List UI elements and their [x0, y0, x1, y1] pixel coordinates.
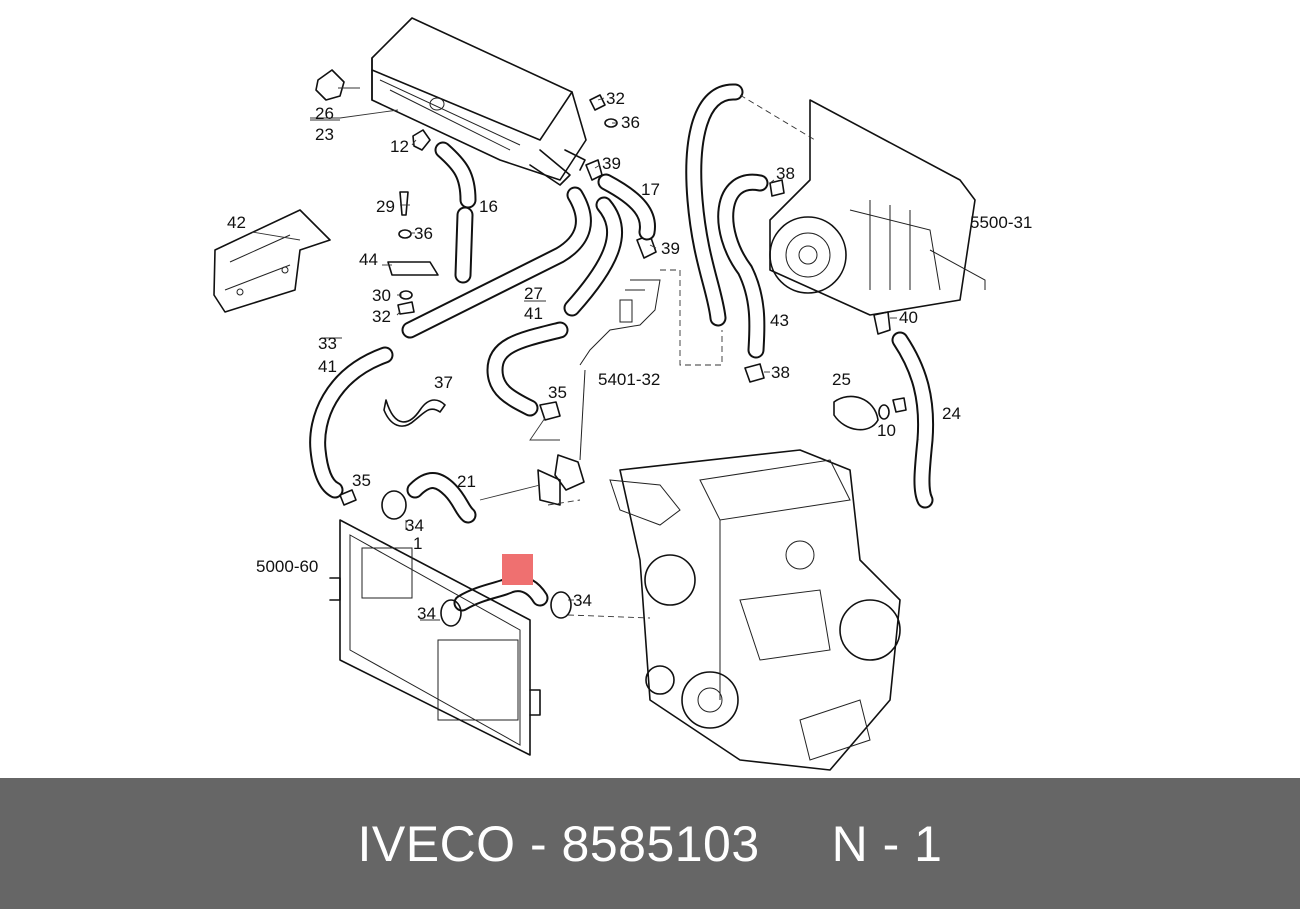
callout-34: 34	[405, 516, 424, 535]
callout-5401-32: 5401-32	[598, 370, 660, 389]
callout-10: 10	[877, 421, 896, 440]
heater-box	[371, 17, 587, 186]
pipe-5401-32	[537, 279, 661, 506]
clamp-25	[833, 395, 879, 431]
callout-26: 26	[315, 104, 334, 123]
callout-43: 43	[770, 311, 789, 330]
callout-12: 12	[390, 137, 409, 156]
callout-1: 1	[413, 534, 422, 553]
callout-33: 33	[318, 334, 337, 353]
callout-24: 24	[942, 404, 961, 423]
part-caption-bar: IVECO - 8585103 N - 1	[0, 778, 1300, 909]
callout-labels: 26 23 12 29 36 44 30 32 42 32 36 39 17 1…	[227, 89, 1032, 623]
callout-21: 21	[457, 472, 476, 491]
callout-16: 16	[479, 197, 498, 216]
callout-25: 25	[832, 370, 851, 389]
radiator-5000-60	[329, 519, 541, 756]
leader-lines	[251, 87, 897, 621]
callout-40: 40	[899, 308, 918, 327]
heater-core-5500-31	[769, 99, 986, 316]
callout-36-top: 36	[621, 113, 640, 132]
part-number: 8585103	[561, 815, 760, 872]
callout-36: 36	[414, 224, 433, 243]
clamps	[339, 179, 907, 627]
callout-39: 39	[602, 154, 621, 173]
callout-30: 30	[372, 286, 391, 305]
callout-34-left: 34	[417, 604, 436, 623]
callout-34-right: 34	[573, 591, 592, 610]
callout-44: 44	[359, 250, 378, 269]
brand-name: IVECO	[357, 815, 516, 872]
callout-41-left: 41	[318, 357, 337, 376]
callout-5000-60: 5000-60	[256, 557, 318, 576]
callout-41: 41	[524, 304, 543, 323]
callout-38: 38	[776, 164, 795, 183]
callout-27: 27	[524, 284, 543, 303]
part-caption: IVECO - 8585103 N - 1	[357, 815, 943, 872]
callout-32: 32	[372, 307, 391, 326]
highlight-marker	[502, 554, 533, 585]
callout-38-lower: 38	[771, 363, 790, 382]
callout-35: 35	[548, 383, 567, 402]
hoses	[309, 83, 935, 612]
callout-32-top: 32	[606, 89, 625, 108]
clip-37	[383, 399, 446, 427]
callout-17: 17	[641, 180, 660, 199]
callout-23: 23	[315, 125, 334, 144]
callout-37: 37	[434, 373, 453, 392]
parts-diagram: 26 23 12 29 36 44 30 32 42 32 36 39 17 1…	[213, 17, 1033, 771]
engine-block	[609, 449, 901, 771]
callout-42: 42	[227, 213, 246, 232]
callout-39-lower: 39	[661, 239, 680, 258]
callout-29: 29	[376, 197, 395, 216]
callout-35-lower: 35	[352, 471, 371, 490]
bracket-42	[213, 209, 331, 313]
diagram-position: N - 1	[831, 815, 943, 872]
callout-5500-31: 5500-31	[970, 213, 1032, 232]
